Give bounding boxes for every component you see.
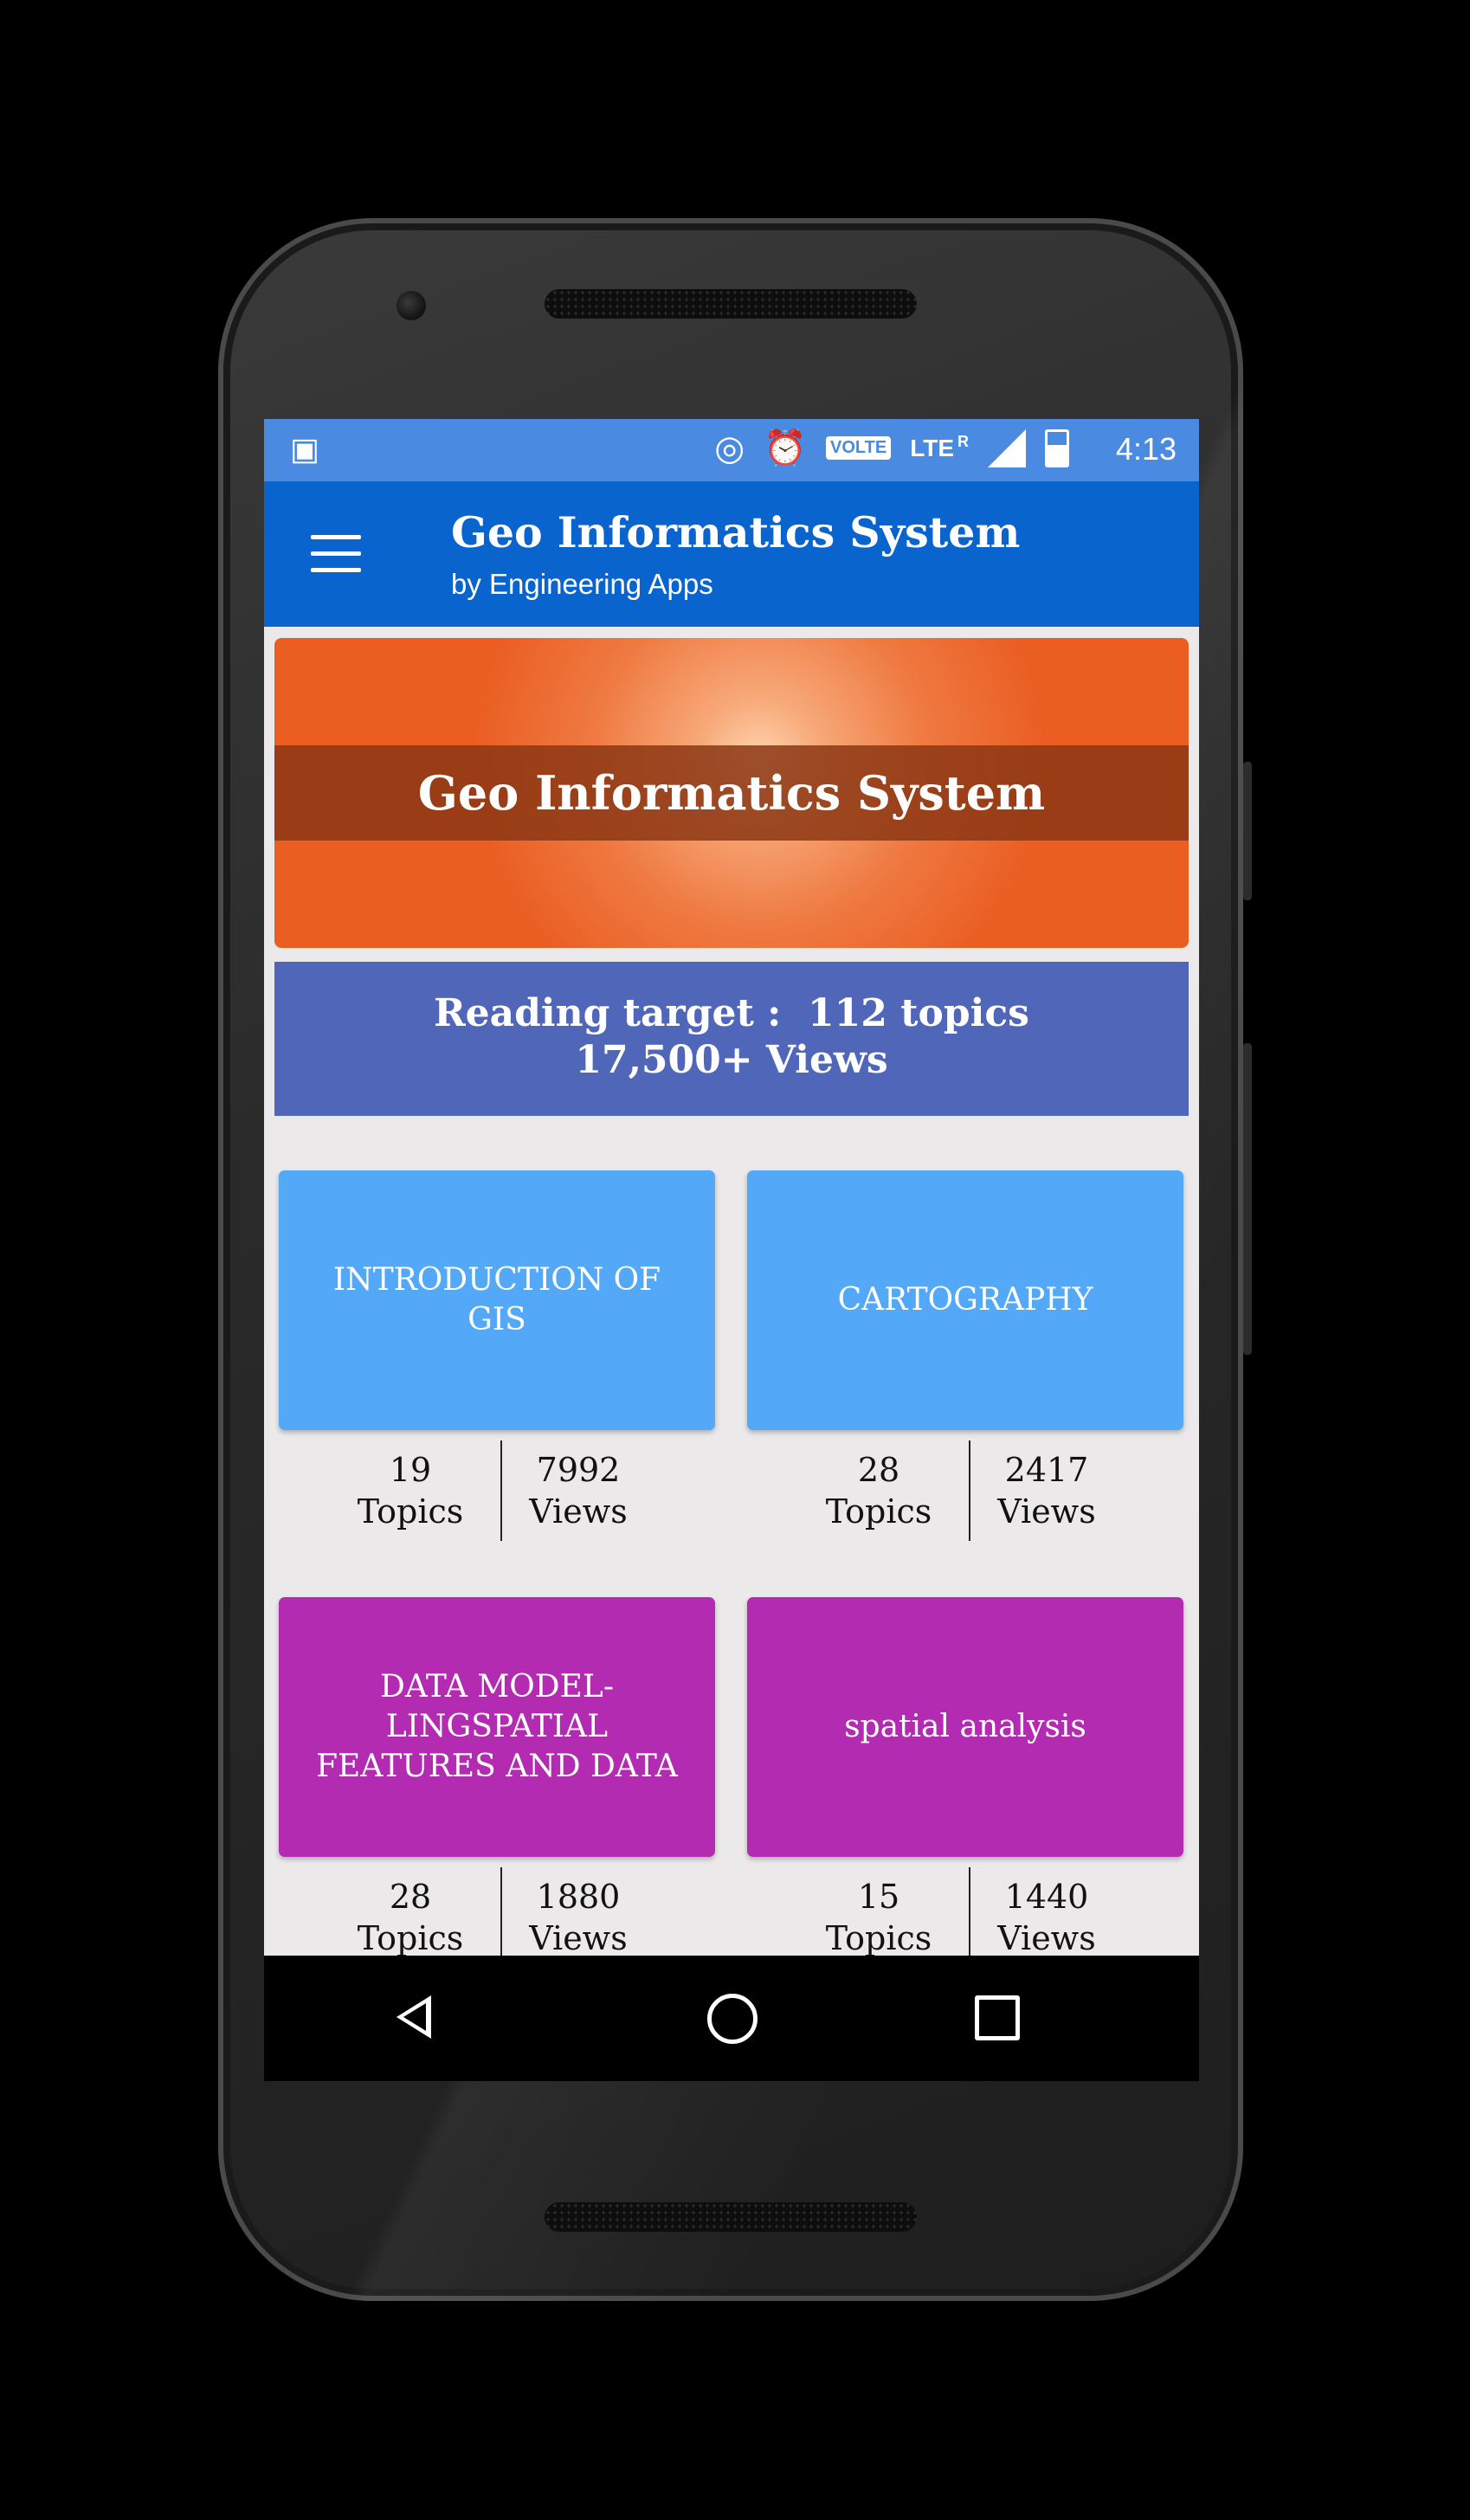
hero-title: Geo Informatics System bbox=[417, 765, 1046, 821]
category-card-cartography[interactable]: CARTOGRAPHY bbox=[747, 1170, 1183, 1430]
hero-banner: Geo Informatics System bbox=[274, 638, 1189, 948]
card-title: DATA MODEL-LINGSPATIAL FEATURES AND DATA bbox=[316, 1669, 678, 1784]
app-subtitle: by Engineering Apps bbox=[451, 568, 713, 600]
app-toolbar: Geo Informatics System by Engineering Ap… bbox=[264, 481, 1199, 627]
alarm-icon: ⏰ bbox=[764, 429, 807, 467]
home-icon[interactable] bbox=[707, 1994, 758, 2044]
roaming-label: R bbox=[957, 433, 969, 450]
navigation-bar bbox=[264, 1956, 1199, 2081]
signal-icon bbox=[988, 429, 1026, 467]
category-card-introduction[interactable]: INTRODUCTION OF GIS bbox=[279, 1170, 715, 1430]
stats-divider bbox=[500, 1867, 502, 1968]
reading-target-panel: Reading target : 112 topics 17,500+ View… bbox=[274, 962, 1189, 1116]
front-camera bbox=[397, 291, 426, 320]
status-icons: ◎ ⏰ VOLTE LTE R bbox=[714, 428, 1069, 468]
recent-apps-icon[interactable] bbox=[975, 1995, 1020, 2040]
app-title: Geo Informatics System bbox=[451, 507, 1021, 557]
reading-target-topics: Reading target : 112 topics bbox=[434, 991, 1029, 1035]
hero-band bbox=[274, 745, 1189, 841]
reading-target-views: 17,500+ Views bbox=[575, 1038, 888, 1082]
screen: ▣ ◎ ⏰ VOLTE LTE R 4:13 Geo Informatics S… bbox=[264, 419, 1199, 2081]
clock: 4:13 bbox=[1115, 431, 1177, 467]
stats-divider bbox=[969, 1440, 970, 1541]
hotspot-icon: ◎ bbox=[714, 429, 745, 467]
stats-divider bbox=[500, 1440, 502, 1541]
side-button-bottom bbox=[1243, 1043, 1252, 1355]
bottom-speaker bbox=[545, 2202, 917, 2232]
top-speaker bbox=[545, 289, 917, 319]
lte-label: LTE bbox=[910, 434, 954, 461]
status-bar: ▣ ◎ ⏰ VOLTE LTE R 4:13 bbox=[264, 419, 1199, 481]
battery-icon bbox=[1045, 429, 1069, 467]
android-notification-icon: ▣ bbox=[290, 431, 320, 467]
category-card-spatial-analysis[interactable]: spatial analysis bbox=[747, 1597, 1183, 1857]
card-title: INTRODUCTION OF GIS bbox=[332, 1262, 661, 1337]
volte-badge: VOLTE bbox=[826, 436, 892, 460]
stats-divider bbox=[969, 1867, 970, 1968]
card-title: spatial analysis bbox=[844, 1709, 1086, 1744]
category-card-data-model[interactable]: DATA MODEL-LINGSPATIAL FEATURES AND DATA bbox=[279, 1597, 715, 1857]
menu-icon[interactable] bbox=[311, 535, 361, 573]
side-button-top bbox=[1243, 762, 1252, 900]
card-title: CARTOGRAPHY bbox=[837, 1282, 1093, 1318]
